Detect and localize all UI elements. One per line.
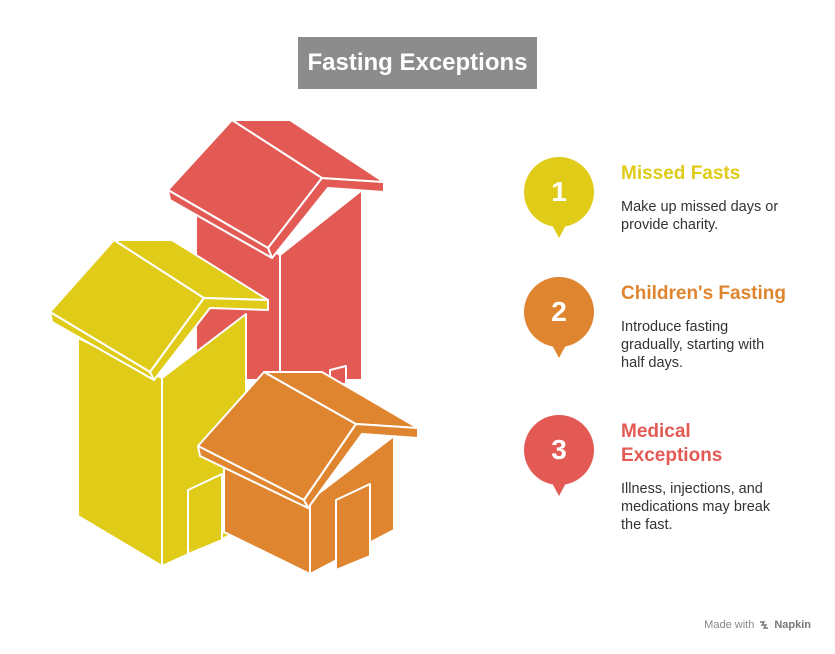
item-desc-missed-fasts: Make up missed days or provide charity.	[621, 199, 779, 233]
item-title-childrens-fasting: Children's Fasting	[621, 283, 786, 304]
napkin-brand: Napkin	[774, 619, 811, 631]
napkin-logo-icon	[760, 621, 769, 629]
marker-number: 3	[551, 434, 567, 465]
made-with-label: Made with	[704, 619, 755, 631]
marker-number: 2	[551, 296, 567, 327]
footer: Made with Napkin	[704, 619, 811, 631]
marker-1: 1	[524, 157, 594, 238]
item-title-missed-fasts: Missed Fasts	[621, 163, 741, 184]
marker-2: 2	[524, 277, 594, 358]
marker-3: 3	[524, 415, 594, 496]
marker-number: 1	[551, 176, 567, 207]
item-desc-childrens-fasting: Introduce fasting gradually, starting wi…	[621, 319, 765, 371]
title-box: Fasting Exceptions	[298, 37, 537, 89]
red-house	[167, 119, 385, 385]
item-desc-medical-exceptions: Illness, injections, and medications may…	[621, 481, 771, 533]
item-title-medical-exceptions: Medical Exceptions	[621, 421, 723, 466]
page-title: Fasting Exceptions	[307, 49, 528, 76]
orange-house	[197, 371, 419, 575]
